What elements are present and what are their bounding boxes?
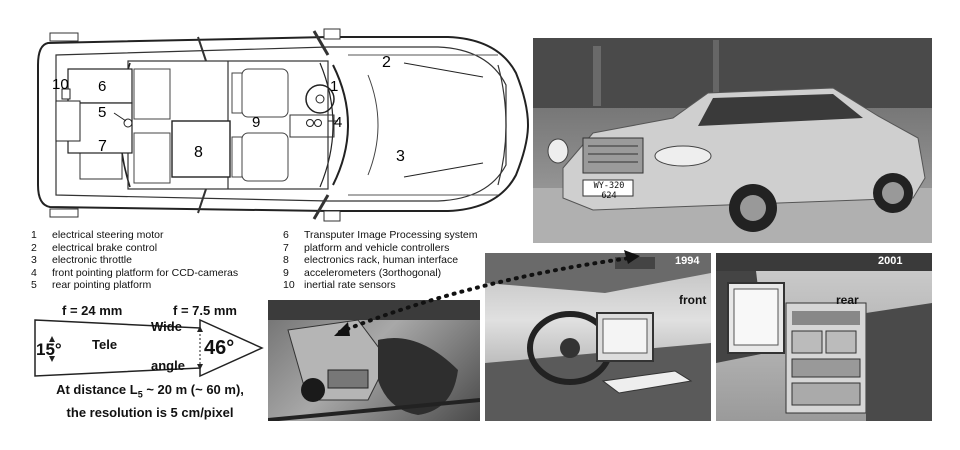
- interior-2001-photo: 2001 rear: [716, 253, 932, 421]
- camera-platform-photo: [268, 300, 480, 421]
- wide-label: Wide: [151, 319, 182, 334]
- car-label-9: 9: [252, 114, 260, 131]
- car-label-5: 5: [98, 104, 106, 121]
- car-label-4: 4: [334, 114, 342, 131]
- camera-platform-illustration: [268, 300, 480, 421]
- dotted-connector-arrow: [334, 250, 640, 336]
- car-exterior-photo: WY-320 624: [533, 38, 932, 243]
- interior-1994-illustration: [485, 253, 711, 421]
- year-label-1994: 1994: [675, 255, 700, 267]
- interior-1994-photo: 1994 front: [485, 253, 711, 421]
- front-label: front: [679, 293, 707, 307]
- wide-angle: 46°: [204, 337, 235, 359]
- interior-2001-illustration: [716, 253, 932, 421]
- angle-label: angle: [151, 358, 185, 373]
- focal-length-wide: f = 7.5 mm: [173, 303, 237, 318]
- car-label-3: 3: [396, 148, 405, 165]
- car-body-outline: [37, 36, 530, 212]
- resolution-caption: At distance L5 ~ 20 m (~ 60 m), the reso…: [56, 382, 244, 420]
- car-label-2: 2: [382, 54, 391, 71]
- car-illustration: [533, 38, 932, 243]
- rear-label: rear: [836, 293, 859, 307]
- car-label-8: 8: [194, 144, 203, 161]
- car-label-1: 1: [330, 78, 338, 95]
- license-plate: WY-320 624: [593, 181, 625, 201]
- car-label-6: 6: [98, 78, 106, 95]
- tele-label: Tele: [92, 337, 118, 352]
- field-of-view-diagram: [34, 318, 264, 378]
- tele-angle: 15°: [36, 340, 62, 359]
- year-label-2001: 2001: [878, 255, 903, 267]
- car-label-10: 10: [52, 76, 69, 93]
- car-top-view-diagram: 1 2 3 4 5 6 7 8 9 10: [37, 28, 530, 222]
- focal-length-tele: f = 24 mm: [62, 303, 123, 318]
- car-label-7: 7: [98, 138, 107, 155]
